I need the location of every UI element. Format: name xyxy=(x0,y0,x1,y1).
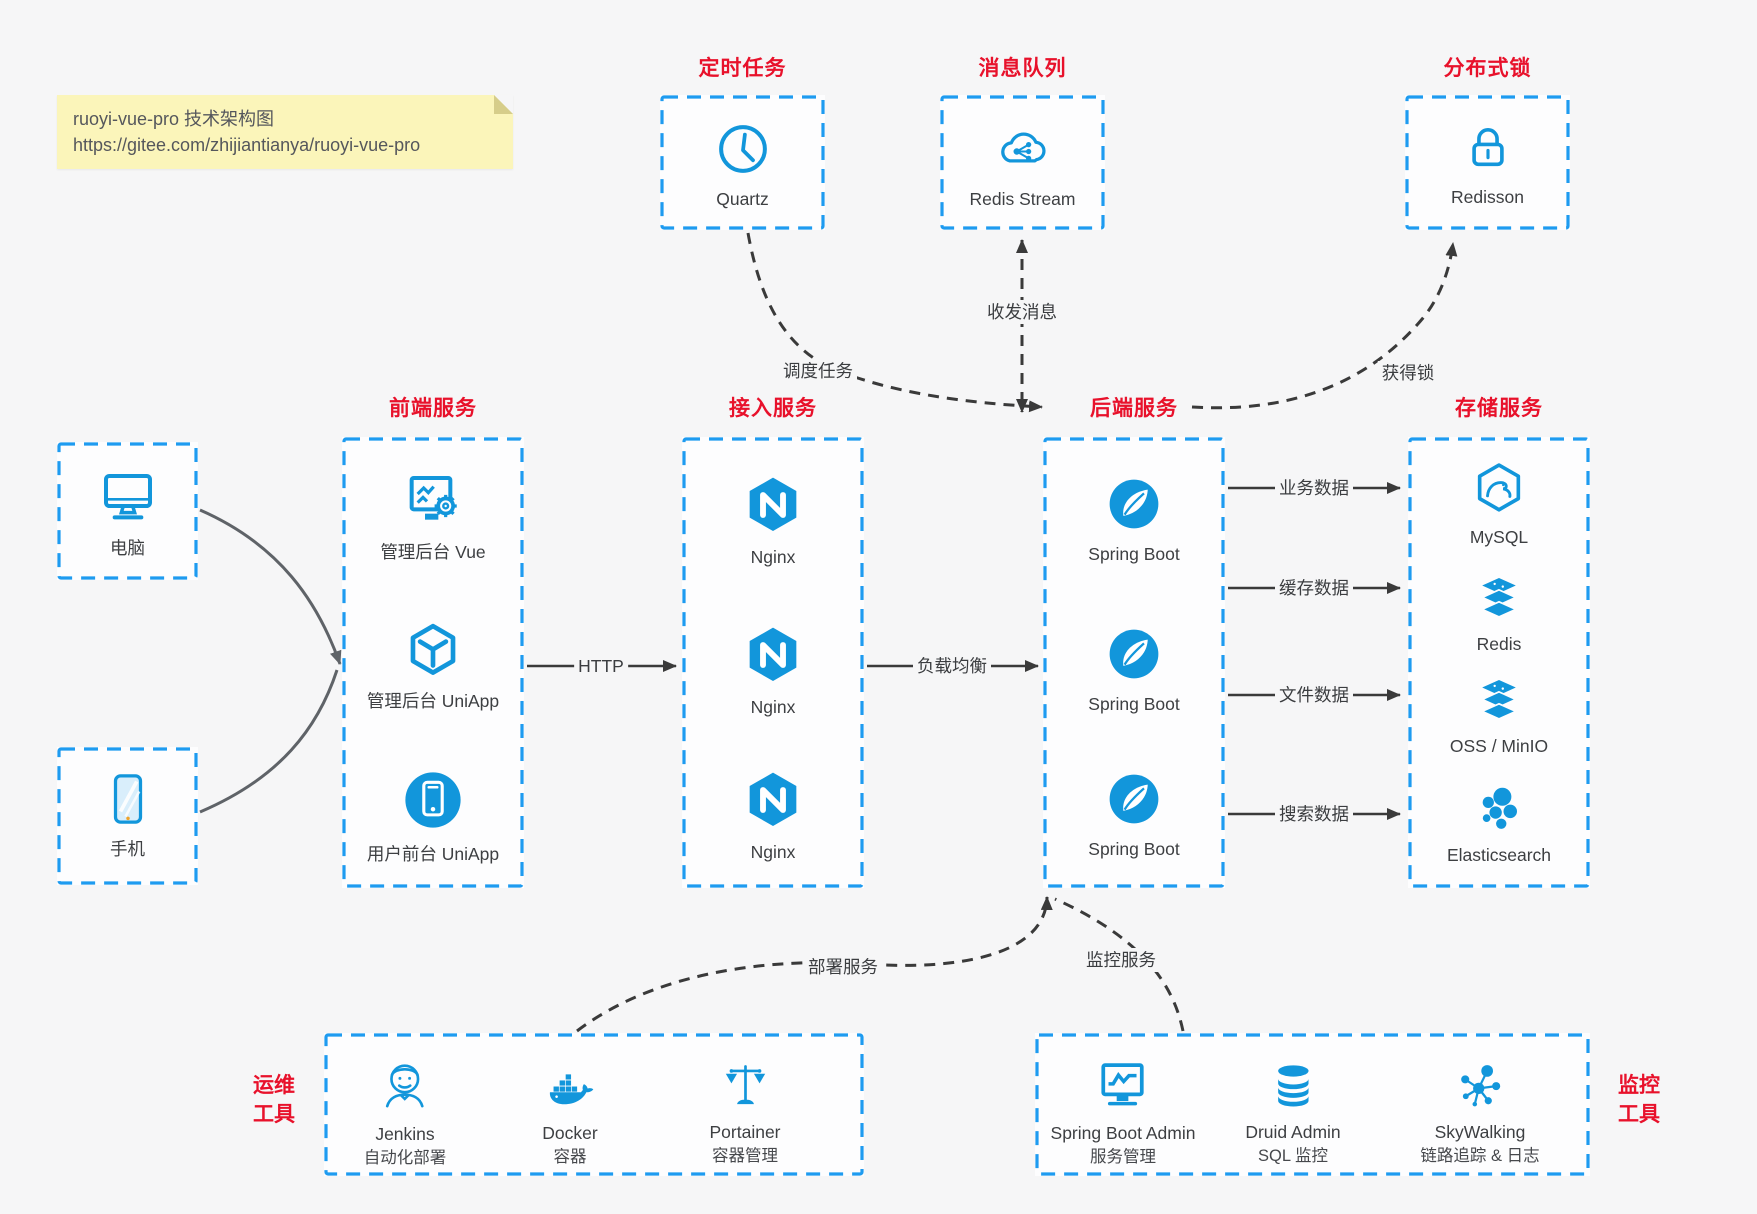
edge-phone-to-frontend xyxy=(199,669,339,814)
edge-label-monitor-service: 监控服务 xyxy=(1082,948,1160,972)
skywalking-icon xyxy=(1453,1058,1507,1112)
user-app-icon xyxy=(399,766,467,834)
spring-boot-icon xyxy=(1104,624,1164,684)
item-label: 管理后台 UniApp xyxy=(366,691,500,711)
spring-boot-icon xyxy=(1104,769,1164,829)
side-label-monitor-tools: 监控 工具 xyxy=(1602,1071,1676,1129)
item-label: Nginx xyxy=(750,842,796,862)
nginx-icon xyxy=(741,623,805,687)
item-label: 电脑 xyxy=(110,538,145,558)
tool-desc: 容器 xyxy=(553,1148,587,1166)
spring-boot-icon xyxy=(1104,474,1164,534)
elasticsearch-icon xyxy=(1472,781,1526,835)
tool-desc: 容器管理 xyxy=(711,1147,778,1165)
edge-label-deploy-service: 部署服务 xyxy=(804,955,882,979)
item-label: Spring Boot xyxy=(1088,839,1180,859)
lock-icon xyxy=(1459,119,1517,177)
group-title-backend: 后端服务 xyxy=(1090,397,1178,420)
tool-desc: SQL 监控 xyxy=(1257,1147,1328,1165)
group-title-gateway: 接入服务 xyxy=(729,397,817,420)
item-label: Nginx xyxy=(750,697,796,717)
item-label: OSS / MinIO xyxy=(1449,736,1549,756)
side-label-ops-tools: 运维 工具 xyxy=(237,1071,311,1129)
item-label: Redis Stream xyxy=(969,189,1076,209)
tool-name: SkyWalking xyxy=(1434,1122,1526,1142)
group-title-storage: 存储服务 xyxy=(1455,397,1543,420)
admin-vue-icon xyxy=(401,468,465,532)
portainer-icon xyxy=(718,1058,772,1112)
box-client-phone: 手机 xyxy=(57,747,198,885)
edge-label-load-balance: 负载均衡 xyxy=(913,654,991,678)
nginx-icon xyxy=(741,473,805,537)
edge-label-search-data: 搜索数据 xyxy=(1275,802,1353,826)
edge-label-http: HTTP xyxy=(574,654,628,678)
item-label: Elasticsearch xyxy=(1446,845,1552,865)
tool-name: Jenkins xyxy=(375,1124,435,1144)
jenkins-icon xyxy=(376,1056,434,1114)
tool-name: Docker xyxy=(542,1123,598,1143)
box-storage-services: MySQL Redis OSS / MinIO Elasticsearch xyxy=(1408,437,1590,888)
edge-label-send-receive-msg: 收发消息 xyxy=(983,300,1061,324)
side-label-line: 工具 xyxy=(1618,1103,1660,1126)
tool-name: Portainer xyxy=(709,1122,781,1142)
group-title-message-queue: 消息队列 xyxy=(978,57,1067,80)
tool-desc: 自动化部署 xyxy=(363,1149,447,1167)
edge-desktop-to-frontend xyxy=(199,508,342,665)
desktop-icon xyxy=(96,464,160,528)
item-label: 手机 xyxy=(110,839,145,859)
side-label-line: 工具 xyxy=(253,1103,295,1126)
druid-icon xyxy=(1266,1058,1320,1112)
item-label: Redis xyxy=(1476,634,1522,654)
note-title: ruoyi-vue-pro 技术架构图 xyxy=(73,109,275,129)
smartphone-icon xyxy=(98,769,158,829)
cloud-message-icon xyxy=(993,119,1053,179)
tool-desc: 链路追踪 & 日志 xyxy=(1420,1147,1540,1165)
item-label: 管理后台 Vue xyxy=(380,542,486,562)
item-label: Quartz xyxy=(716,189,769,209)
note-url: https://gitee.com/zhijiantianya/ruoyi-vu… xyxy=(73,135,421,155)
clock-icon xyxy=(713,119,773,179)
box-monitor-tools: Spring Boot Admin 服务管理 Druid Admin SQL 监… xyxy=(1035,1033,1590,1176)
spring-boot-admin-icon xyxy=(1095,1057,1151,1113)
box-backend-services: Spring Boot Spring Boot Spring Boot xyxy=(1043,437,1225,888)
nginx-icon xyxy=(741,768,805,832)
item-label: Spring Boot xyxy=(1088,544,1180,564)
box-gateway-services: Nginx Nginx Nginx xyxy=(682,437,864,888)
oss-minio-icon xyxy=(1473,674,1525,726)
tool-name: Druid Admin xyxy=(1245,1122,1341,1142)
edge-acquire-lock xyxy=(1191,242,1458,410)
edge-monitor-service xyxy=(1054,897,1185,1032)
item-label: Spring Boot xyxy=(1088,694,1180,714)
redis-icon xyxy=(1473,572,1525,624)
box-ops-tools: Jenkins 自动化部署 Docker 容器 Portainer 容器管理 xyxy=(324,1033,864,1176)
edge-label-file-data: 文件数据 xyxy=(1275,683,1353,707)
tool-name: Spring Boot Admin xyxy=(1050,1123,1196,1143)
edge-label-business-data: 业务数据 xyxy=(1275,476,1353,500)
side-label-line: 运维 xyxy=(253,1074,295,1097)
mysql-icon xyxy=(1470,459,1528,517)
side-label-line: 监控 xyxy=(1618,1074,1660,1097)
sticky-note: ruoyi-vue-pro 技术架构图 https://gitee.com/zh… xyxy=(57,95,513,169)
docker-icon xyxy=(542,1057,598,1113)
box-redisson: Redisson xyxy=(1405,95,1570,230)
group-title-scheduled-tasks: 定时任务 xyxy=(698,57,787,80)
item-label: Nginx xyxy=(750,547,796,567)
box-frontend-services: 管理后台 Vue 管理后台 UniApp 用户前台 UniApp xyxy=(342,437,524,888)
edge-label-cache-data: 缓存数据 xyxy=(1275,576,1353,600)
edge-label-schedule-task: 调度任务 xyxy=(779,359,857,383)
box-client-desktop: 电脑 xyxy=(57,442,198,580)
group-title-distributed-lock: 分布式锁 xyxy=(1443,57,1532,80)
uniapp-cube-icon xyxy=(402,619,464,681)
box-redis-stream: Redis Stream xyxy=(940,95,1105,230)
box-quartz: Quartz xyxy=(660,95,825,230)
group-title-frontend: 前端服务 xyxy=(389,397,477,420)
item-label: 用户前台 UniApp xyxy=(366,844,500,864)
tool-desc: 服务管理 xyxy=(1089,1148,1156,1166)
item-label: MySQL xyxy=(1469,527,1529,547)
edge-label-acquire-lock: 获得锁 xyxy=(1377,361,1439,385)
item-label: Redisson xyxy=(1451,187,1524,207)
